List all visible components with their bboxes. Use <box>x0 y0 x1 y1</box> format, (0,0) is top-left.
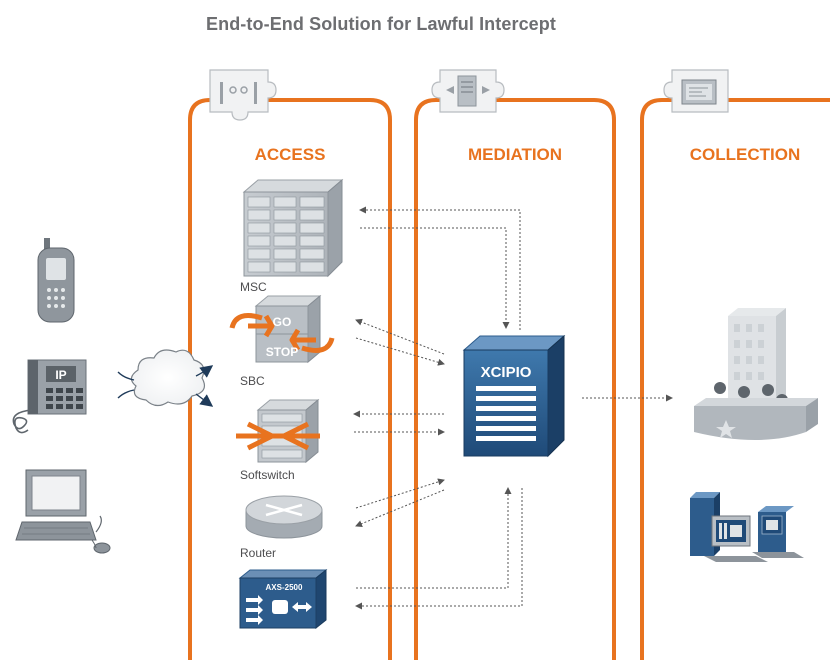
mediation-column-frame <box>414 98 616 660</box>
collection-column-title: COLLECTION <box>689 145 801 164</box>
collection-column-frame <box>640 98 830 660</box>
network-cloud-icon <box>130 349 205 407</box>
network-arrows <box>117 365 214 407</box>
mediation-column-title: MEDIATION <box>467 145 563 164</box>
page-title: End-to-End Solution for Lawful Intercept <box>206 14 556 34</box>
computer-icon <box>15 469 111 554</box>
xcipio-text: XCIPIO <box>481 364 532 381</box>
collection-center-icon <box>694 308 818 440</box>
access-puzzle-icon <box>209 69 277 121</box>
mediation-puzzle-icon <box>431 69 505 113</box>
access-column-title: ACCESS <box>254 145 326 164</box>
mobile-phone-icon <box>37 238 75 323</box>
msc-label: MSC <box>240 280 267 294</box>
sbc-icon: GO STOP <box>229 294 335 364</box>
collection-workstations-icon <box>690 492 804 562</box>
router-icon <box>245 495 323 539</box>
sbc-stop-text: STOP <box>266 345 298 359</box>
access-column-frame <box>188 98 392 660</box>
softswitch-label: Softswitch <box>240 468 295 482</box>
flow-arrows <box>353 206 673 610</box>
ip-phone-icon: IP <box>12 359 87 434</box>
collection-puzzle-icon <box>663 69 729 113</box>
msc-server-icon <box>242 178 344 278</box>
ip-phone-text: IP <box>55 368 66 382</box>
router-label: Router <box>240 546 277 560</box>
axs-2500-icon: AXS-2500 <box>238 568 328 630</box>
xcipio-mediation-icon: XCIPIO <box>462 334 566 458</box>
sbc-label: SBC <box>240 374 265 388</box>
axs-2500-text: AXS-2500 <box>266 583 303 592</box>
softswitch-icon <box>236 398 320 464</box>
sbc-go-text: GO <box>273 315 292 329</box>
